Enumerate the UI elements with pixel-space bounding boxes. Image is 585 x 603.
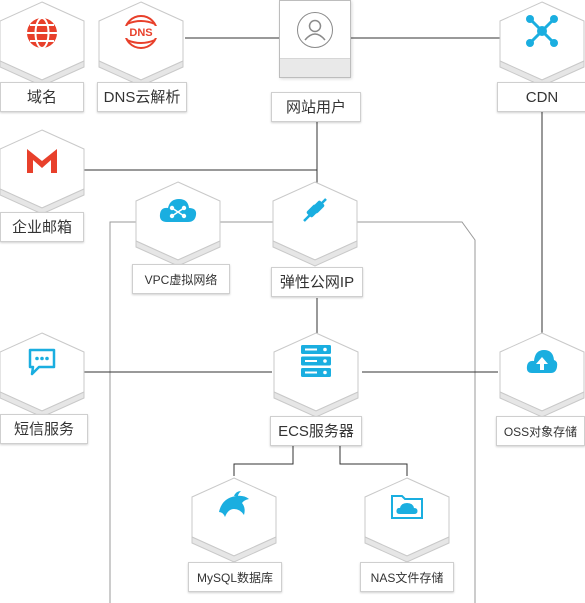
cdn-icon [526, 15, 558, 47]
mail-icon [27, 149, 57, 173]
label-sms: 短信服务 [0, 414, 88, 444]
hex-tile [98, 1, 184, 87]
label-oss: OSS对象存储 [496, 416, 585, 446]
label-nas: NAS文件存储 [360, 562, 454, 592]
node-email[interactable] [0, 128, 86, 215]
folder-icon [391, 495, 423, 519]
node-domain[interactable] [0, 0, 86, 87]
label-cdn: CDN [497, 82, 585, 112]
node-oss[interactable] [498, 331, 585, 418]
hex-tile [0, 332, 85, 418]
svg-text:DNS: DNS [129, 27, 152, 39]
chat-icon [28, 348, 56, 376]
user-box-footer [280, 58, 350, 77]
node-eip[interactable] [271, 180, 359, 267]
label-ecs: ECS服务器 [270, 416, 362, 446]
label-email: 企业邮箱 [0, 212, 84, 242]
hex-tile [0, 129, 85, 215]
node-vpc[interactable] [134, 180, 222, 267]
cloud-network-icon [159, 199, 197, 222]
node-ecs[interactable] [272, 331, 360, 418]
vpc-boundary [109, 221, 476, 603]
label-eip: 弹性公网IP [271, 267, 363, 297]
hex-tile [499, 1, 585, 87]
server-icon [301, 345, 331, 377]
plug-icon [303, 198, 327, 222]
hex-tile [272, 181, 358, 267]
globe-icon [27, 17, 57, 49]
link-ecs-nas [339, 446, 408, 476]
node-nas[interactable] [363, 476, 451, 563]
label-dns: DNS云解析 [97, 82, 187, 112]
label-mysql: MySQL数据库 [188, 562, 282, 592]
user-icon [297, 12, 333, 48]
hex-tile [191, 477, 277, 563]
node-sms[interactable] [0, 331, 86, 418]
label-domain: 域名 [0, 82, 84, 112]
label-vpc: VPC虚拟网络 [132, 264, 230, 294]
node-user[interactable] [279, 0, 351, 78]
node-mysql[interactable] [190, 476, 278, 563]
link-ecs-mysql [233, 446, 294, 476]
label-user: 网站用户 [271, 92, 361, 122]
cloud-storage-icon [526, 350, 558, 373]
node-cdn[interactable] [498, 0, 585, 87]
node-dns[interactable]: DNS [97, 0, 185, 87]
dolphin-icon [219, 491, 249, 517]
dns-icon: DNS [124, 15, 158, 49]
